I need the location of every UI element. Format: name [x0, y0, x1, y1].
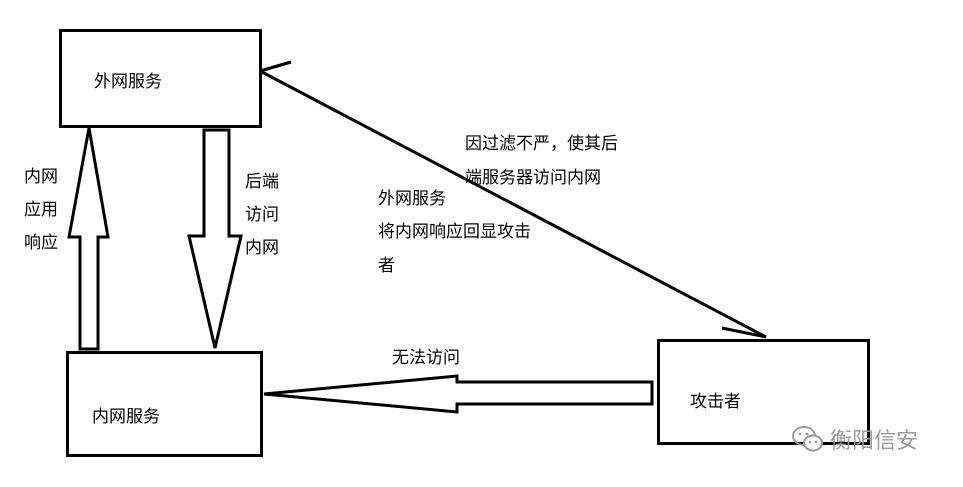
echo-back-label-3: 者 — [378, 256, 395, 276]
attack-path-line — [259, 69, 767, 339]
no-access-arrow — [263, 374, 654, 414]
internal-service-box — [66, 351, 263, 457]
external-service-box — [59, 29, 262, 128]
external-service-label: 外网服务 — [94, 72, 162, 92]
internal-response-label-2: 应用 — [24, 200, 58, 220]
internal-service-label: 内网服务 — [92, 407, 160, 427]
internal-response-label-1: 内网 — [24, 167, 58, 187]
attack-path-arrowhead-bottom — [721, 326, 767, 339]
internal-response-arrow — [67, 127, 110, 351]
wechat-icon — [792, 426, 823, 452]
echo-back-label-1: 外网服务 — [378, 189, 446, 209]
watermark-text: 衡阳信安 — [830, 429, 919, 454]
attack-path-arrowhead-top — [259, 60, 292, 73]
echo-back-label-2: 将内网响应回显攻击 — [378, 222, 531, 242]
backend-access-arrow — [187, 128, 243, 349]
lax-filter-label-2: 端服务器访问内网 — [465, 168, 601, 188]
attacker-label: 攻击者 — [690, 392, 741, 412]
watermark: 衡阳信安 — [792, 423, 918, 455]
backend-access-label-2: 访问 — [245, 205, 279, 225]
backend-access-label-1: 后端 — [245, 172, 279, 192]
no-access-label: 无法访问 — [392, 348, 460, 368]
lax-filter-label-1: 因过滤不严，使其后 — [465, 134, 618, 154]
internal-response-label-3: 响应 — [24, 233, 58, 253]
backend-access-label-3: 内网 — [245, 238, 279, 258]
attacker-box — [657, 339, 870, 445]
